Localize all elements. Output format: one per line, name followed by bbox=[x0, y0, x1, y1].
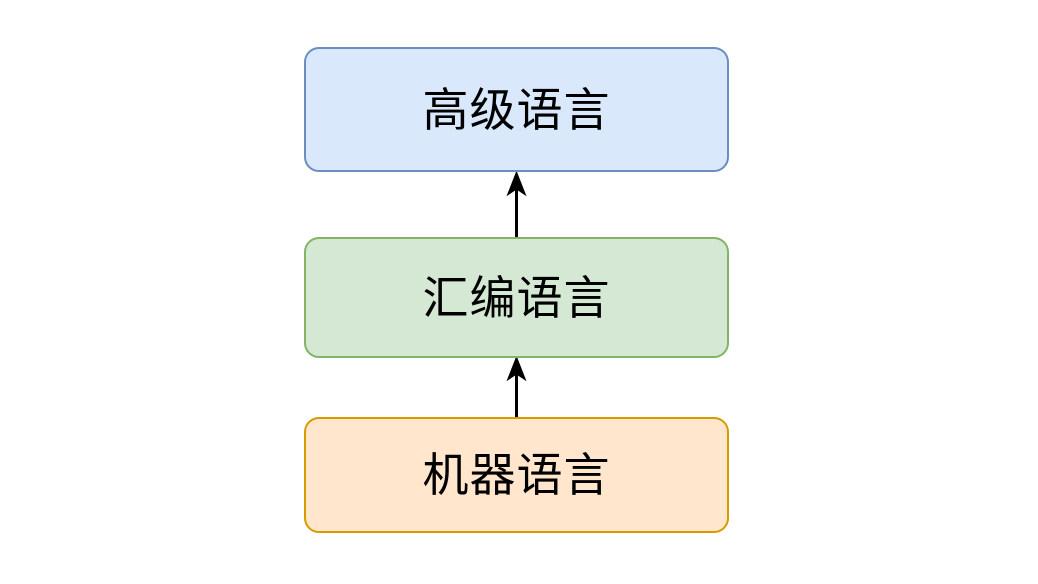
node-assembly-language-label: 汇编语言 bbox=[422, 271, 611, 324]
edge-assembly-to-high[interactable] bbox=[506, 170, 527, 237]
edge-machine-to-assembly-arrowhead bbox=[506, 355, 527, 382]
edge-machine-to-assembly[interactable] bbox=[506, 355, 527, 417]
node-high-level-language[interactable]: 高级语言 bbox=[304, 47, 729, 172]
node-machine-language-label: 机器语言 bbox=[422, 449, 611, 501]
node-high-level-language-label: 高级语言 bbox=[422, 83, 611, 136]
node-machine-language[interactable]: 机器语言 bbox=[304, 417, 729, 533]
node-assembly-language[interactable]: 汇编语言 bbox=[304, 237, 729, 358]
edge-assembly-to-high-arrowhead bbox=[506, 170, 527, 197]
